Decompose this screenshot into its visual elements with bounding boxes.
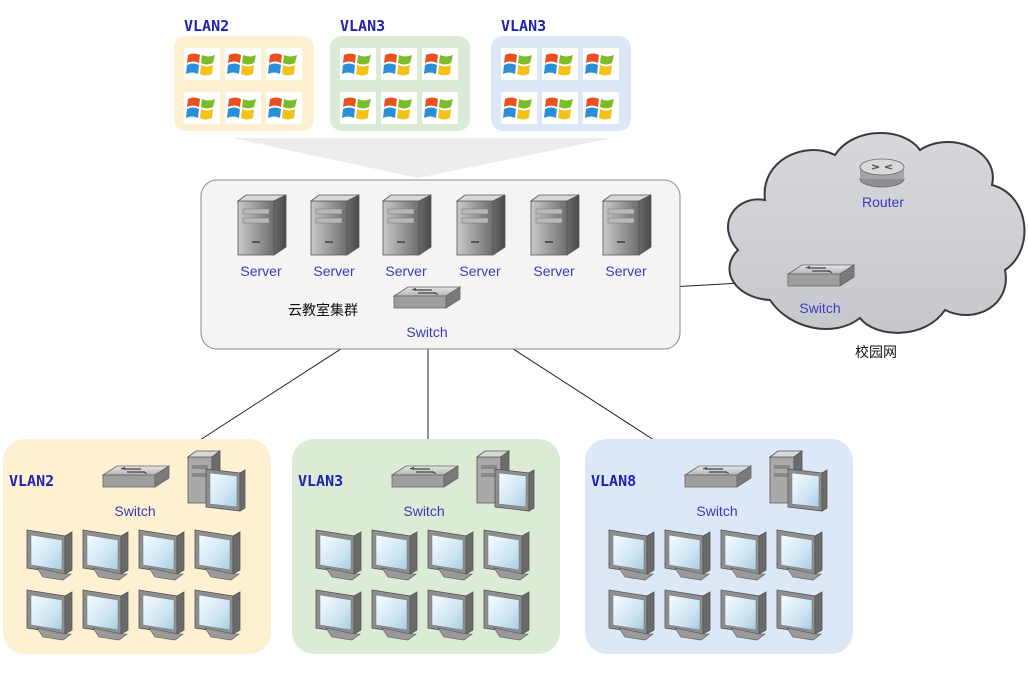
server-tower-icon[interactable] <box>456 194 506 256</box>
campus-switch-icon[interactable] <box>787 264 855 287</box>
server-tower-icon[interactable] <box>602 194 652 256</box>
server-label: Server <box>533 263 575 279</box>
server-label: Server <box>240 263 282 279</box>
server-label: Server <box>385 263 427 279</box>
server[interactable]: Server <box>456 194 506 279</box>
server[interactable]: Server <box>530 194 580 279</box>
windows-logo-icon[interactable] <box>266 92 302 124</box>
top-group-label: VLAN3 <box>501 17 546 35</box>
windows-logo-icon[interactable] <box>501 92 537 124</box>
windows-logo-icon[interactable] <box>501 48 537 80</box>
top-group-vlan: VLAN2 <box>174 17 314 131</box>
windows-logo-icon[interactable] <box>422 48 458 80</box>
bottom-switch-label: Switch <box>403 503 444 519</box>
server-tower-icon[interactable] <box>310 194 360 256</box>
core-switch-label: Switch <box>406 324 447 340</box>
network-switch-icon[interactable] <box>102 465 170 488</box>
server[interactable]: Server <box>237 194 287 279</box>
server-tower-icon[interactable] <box>382 194 432 256</box>
windows-logo-icon[interactable] <box>225 92 261 124</box>
server-label: Server <box>605 263 647 279</box>
windows-logo-icon[interactable] <box>340 92 376 124</box>
windows-logo-icon[interactable] <box>381 92 417 124</box>
server-label: Server <box>459 263 501 279</box>
network-switch-icon[interactable] <box>684 465 752 488</box>
router-icon[interactable] <box>859 158 905 188</box>
top-group-label: VLAN2 <box>184 17 229 35</box>
windows-logo-icon[interactable] <box>184 48 220 80</box>
server-tower-icon[interactable] <box>530 194 580 256</box>
windows-logo-icon[interactable] <box>381 48 417 80</box>
core-switch-icon[interactable] <box>393 286 461 309</box>
router-label: Router <box>862 194 904 210</box>
top-vlan-groups: VLAN2 VLAN3 VLAN3 <box>174 17 631 131</box>
campus-label: 校园网 <box>855 344 897 361</box>
server[interactable]: Server <box>602 194 652 279</box>
windows-logo-icon[interactable] <box>422 92 458 124</box>
windows-logo-icon[interactable] <box>542 92 578 124</box>
bottom-switch-label: Switch <box>696 503 737 519</box>
top-groups-funnel <box>232 138 612 178</box>
bottom-group-label: VLAN3 <box>298 472 343 490</box>
server-label: Server <box>313 263 355 279</box>
network-switch-icon[interactable] <box>391 465 459 488</box>
top-group-vlan: VLAN3 <box>330 17 470 131</box>
windows-logo-icon[interactable] <box>266 48 302 80</box>
campus-switch-label: Switch <box>799 300 840 316</box>
windows-logo-icon[interactable] <box>184 92 220 124</box>
cluster-label: 云教室集群 <box>288 302 358 319</box>
cluster-servers: Server Server Server Server Server Server <box>237 194 652 279</box>
bottom-switch-label: Switch <box>114 503 155 519</box>
windows-logo-icon[interactable] <box>583 48 619 80</box>
bottom-group-label: VLAN2 <box>9 472 54 490</box>
server[interactable]: Server <box>382 194 432 279</box>
bottom-group-label: VLAN8 <box>591 472 636 490</box>
top-group-label: VLAN3 <box>340 17 385 35</box>
server[interactable]: Server <box>310 194 360 279</box>
windows-logo-icon[interactable] <box>225 48 261 80</box>
windows-logo-icon[interactable] <box>542 48 578 80</box>
windows-logo-icon[interactable] <box>583 92 619 124</box>
server-tower-icon[interactable] <box>237 194 287 256</box>
top-group-vlan: VLAN3 <box>491 17 631 131</box>
windows-logo-icon[interactable] <box>340 48 376 80</box>
